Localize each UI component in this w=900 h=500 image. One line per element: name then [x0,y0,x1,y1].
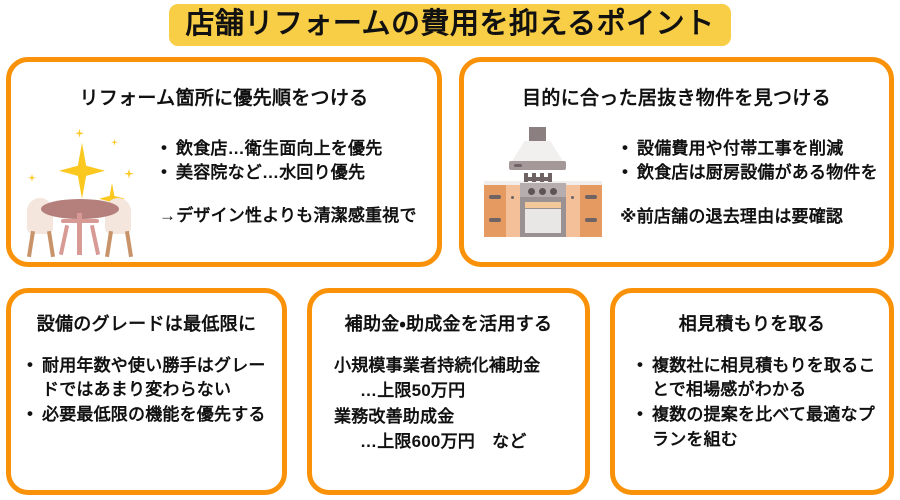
list-item: 美容院など…水回り優先 [159,160,437,186]
card-title: 相見積もりを取る [678,314,826,334]
card-body: 小規模事業者持続化補助金 …上限50万円 業務改善助成金 …上限600万円 など [312,353,585,455]
kitchen-stove-rangehood-icon [484,123,604,243]
card-title: リフォーム箇所に優先順をつける [79,88,369,109]
bullet-list: 耐用年数や使い勝手はグレードではあまり変わらない 必要最低限の機能を優先する [25,353,270,428]
list-item: 複数の提案を比べて最適なプランを組む [635,402,877,452]
card-text-column: 小規模事業者持続化補助金 …上限50万円 業務改善助成金 …上限600万円 など [312,353,585,455]
card-body: 飲食店…衛生面向上を優先 美容院など…水回り優先 →デザイン性よりも清潔感重視で [11,121,437,257]
subsidy-line: …上限600万円 など [360,432,527,452]
card-title: 設備のグレードは最低限に [36,314,257,334]
list-item: 複数社に相見積もりを取ることで相場感がわかる [635,353,877,403]
card-title: 目的に合った居抜き物件を見つける [522,88,831,109]
card-body: 複数社に相見積もりを取ることで相場感がわかる 複数の提案を比べて最適なプランを組… [615,353,889,453]
card-body: 設備費用や付帯工事を削減 飲食店は厨房設備がある物件を ※前店舗の退去理由は要確… [464,123,889,243]
card-text-column: 設備費用や付帯工事を削減 飲食店は厨房設備がある物件を ※前店舗の退去理由は要確… [604,123,889,229]
card-note: →デザイン性よりも清潔感重視で [159,206,417,226]
list-item: 設備費用や付帯工事を削減 [620,136,889,162]
card-text-column: 複数社に相見積もりを取ることで相場感がわかる 複数の提案を比べて最適なプランを組… [615,353,889,453]
bullet-list: 飲食店…衛生面向上を優先 美容院など…水回り優先 [159,136,437,186]
list-item: 飲食店…衛生面向上を優先 [159,136,437,162]
list-item: 飲食店は厨房設備がある物件を [620,160,889,186]
bullet-list: 複数社に相見積もりを取ることで相場感がわかる 複数の提案を比べて最適なプランを組… [635,353,877,453]
page-title: 店舗リフォームの費用を抑えるポイント [0,4,900,47]
card-second-hand-property: 目的に合った居抜き物件を見つける [459,57,894,267]
card-subsidies: 補助金・助成金を活用する 小規模事業者持続化補助金 …上限50万円 業務改善助成… [307,288,590,495]
list-item: 必要最低限の機能を優先する [25,402,270,428]
card-title: 補助金・助成金を活用する [344,314,553,334]
subsidy-line: 業務改善助成金 [334,406,455,426]
card-text-column: 耐用年数や使い勝手はグレードではあまり変わらない 必要最低限の機能を優先する [11,353,282,428]
subsidy-line: 小規模事業者持続化補助金 [334,355,541,375]
bullet-list: 設備費用や付帯工事を削減 飲食店は厨房設備がある物件を [620,136,889,186]
card-priority-areas: リフォーム箇所に優先順をつける [6,57,442,267]
card-equipment-grade: 設備のグレードは最低限に 耐用年数や使い勝手はグレードではあまり変わらない 必要… [6,288,287,495]
table-chairs-sparkle-icon [21,121,151,257]
card-text-column: 飲食店…衛生面向上を優先 美容院など…水回り優先 →デザイン性よりも清潔感重視で [151,121,437,228]
card-body: 耐用年数や使い勝手はグレードではあまり変わらない 必要最低限の機能を優先する [11,353,282,428]
subsidy-line: …上限50万円 [360,381,466,401]
card-multiple-quotes: 相見積もりを取る 複数社に相見積もりを取ることで相場感がわかる 複数の提案を比べ… [610,288,894,495]
page-title-badge: 店舗リフォームの費用を抑えるポイント [169,4,731,47]
card-note: ※前店舗の退去理由は要確認 [620,207,844,227]
list-item: 耐用年数や使い勝手はグレードではあまり変わらない [25,353,270,403]
